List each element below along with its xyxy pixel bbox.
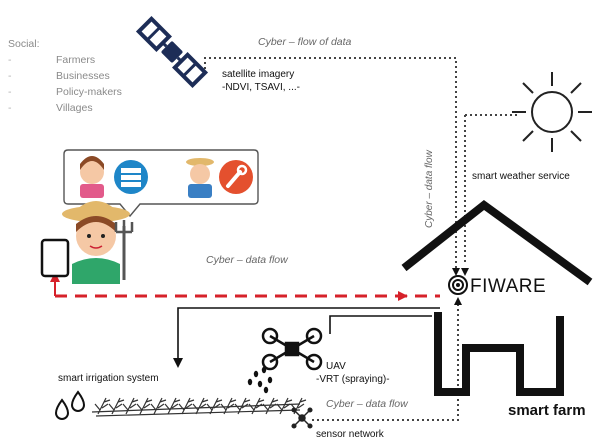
red-flow-line [50,272,440,301]
speech-bubble [63,149,259,218]
fiware-logo-icon [448,275,468,295]
vertical-flow-label: Cyber – data flow [424,149,435,228]
sensor-flow-line [310,304,459,421]
spray-drops-icon [247,366,273,394]
tablet-icon [40,238,70,278]
water-drops-icon [54,390,86,420]
crop-stalk [262,397,279,415]
bottom-flow-label: Cyber – data flow [326,398,408,410]
uav-label: UAV -VRT (spraying)- [316,360,390,386]
sensor-label: sensor network [316,429,384,440]
crop-stalk [94,397,111,415]
social-item-businesses: -Businesses [8,70,110,82]
satellite-indices: -NDVI, TSAVI, ...- [222,82,300,93]
smart-farm-house-icon [401,199,593,396]
social-title: Social: [8,38,40,50]
irrigation-label: smart irrigation system [58,373,159,384]
crop-stalk [178,397,195,415]
top-flow-label: Cyber – flow of data [258,36,352,48]
wrench-icon [219,160,253,194]
middle-flow-label: Cyber – data flow [206,254,288,266]
satellite-title: satellite imagery [222,69,295,80]
farmer-girl-icon [80,156,104,198]
irrigation-arrowhead [173,358,183,368]
weather-label: smart weather service [472,171,570,182]
satellite-label: satellite imagery -NDVI, TSAVI, ...- [222,68,300,94]
crop-stalk [290,397,307,415]
crop-stalk [122,397,139,415]
fiware-label: FIWARE [470,276,547,297]
crop-stalk [192,397,209,415]
drone-icon [261,327,323,371]
satellite-icon [135,15,209,89]
crop-stalk [164,397,181,415]
uav-subtitle: -VRT (spraying)- [316,374,390,385]
crop-stalk [136,397,153,415]
sun-icon [512,72,592,152]
crop-stalk [108,397,125,415]
farmer-woman-icon [62,201,134,284]
farm-label: smart farm [508,402,586,419]
crop-stalk [234,397,251,415]
top-flow-line [204,57,457,272]
crop-stalk [206,397,223,415]
social-item-farmers: -Farmers [8,54,96,66]
sensor-network-icon [291,407,313,429]
social-list: -Farmers -Businesses -Policy-makers -Vil… [8,52,122,116]
crop-stalk [220,397,237,415]
uav-title: UAV [326,361,346,372]
fiware-to-devices-lines [177,307,440,362]
dotted-flow-lines [204,57,520,421]
server-icon [114,160,148,194]
fiware-arrows [452,268,469,305]
social-item-policy-makers: -Policy-makers [8,86,122,98]
farmer-man-icon [186,158,214,198]
crop-stalk [248,397,265,415]
crop-field-icon [91,397,307,417]
social-item-villages: -Villages [8,102,93,114]
crop-stalk [150,397,167,415]
crop-stalk [276,397,293,415]
